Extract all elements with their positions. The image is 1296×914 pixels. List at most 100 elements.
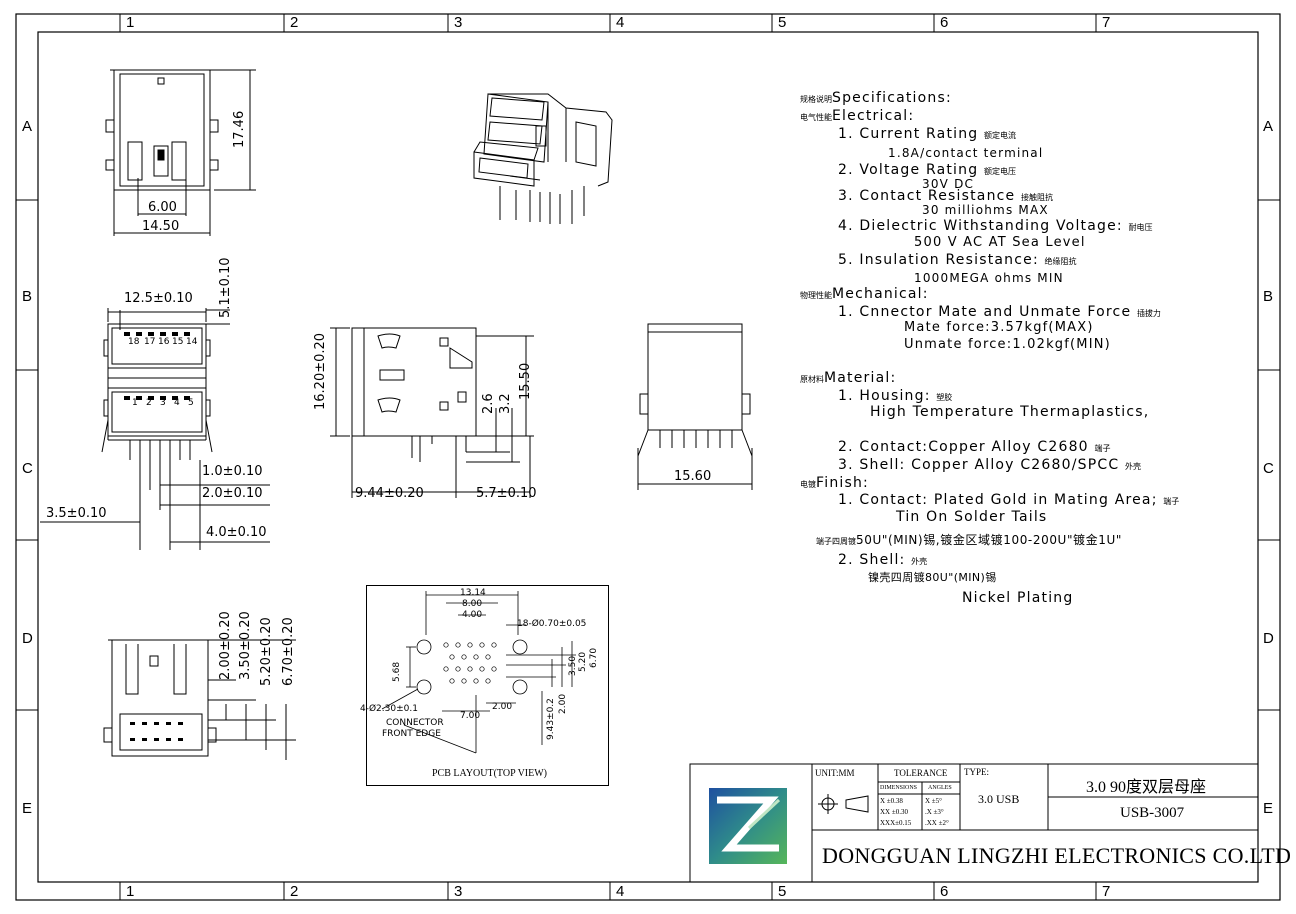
pcb-caption: PCB LAYOUT(TOP VIEW) [432,768,548,779]
spec-unmate-value: Unmate force:1.02kgf(MIN) [904,337,1111,352]
zone-col-1: 1 [126,14,135,31]
isometric-view-drawing [473,93,613,224]
spec-electrical: 电气性能Electrical: [800,108,914,124]
spec-insulation-value: 1000MEGA ohms MIN [914,271,1064,285]
tb-unit: UNIT:MM [815,768,855,778]
spec-finish-shell-en: 2. Shell: [838,552,906,568]
spec-mechanical: 物理性能Mechanical: [800,286,929,302]
pin-label-17: 17 [144,337,156,347]
spec-material-cn: 原材料 [800,375,824,384]
company-logo [709,788,787,864]
zone-col-5-bottom: 5 [778,883,787,900]
spec-title-en: Specifications: [832,90,952,106]
zone-col-7: 7 [1102,14,1111,31]
spec-voltage-cn: 额定电压 [983,167,1016,176]
spec-finish-en: Finish: [816,475,869,491]
zone-col-3-bottom: 3 [454,883,463,900]
zone-row-B-right: B [1263,288,1274,305]
zone-row-A-right: A [1263,118,1274,135]
spec-resistance-cn: 接触阻抗 [1021,193,1054,202]
spec-contact-cn: 端子 [1094,444,1111,453]
spec-finish-contact-value: Tin On Solder Tails [896,509,1048,525]
zone-col-2: 2 [290,14,299,31]
pcb-layout-drawing [366,585,609,786]
spec-voltage-en: 2. Voltage Rating [838,162,979,178]
tb-product-name: 3.0 90度双层母座 [1086,779,1207,796]
tb-type-value: 3.0 USB [978,792,1020,806]
zone-row-C: C [22,460,33,477]
pin-label-1: 1 [132,398,138,408]
spec-finish-shell-plating: 镍壳四周镀80U"(MIN)锡 [868,571,997,584]
pcb-dim-w1: 13.14 [460,588,486,598]
pcb-hole-spec: 18-Ø0.70±0.05 [517,619,587,629]
spec-finish: 电镀Finish: [800,475,869,491]
pin-label-16: 16 [158,337,170,347]
spec-housing-cn: 塑胶 [936,393,953,402]
dim-back-width: 15.60 [674,469,712,484]
tb-tol-row-1-ang: X ±5° [925,797,942,805]
dim-pitch-1: 1.0±0.10 [202,464,263,479]
spec-mechanical-en: Mechanical: [832,286,929,302]
dim-pitch-2: 2.0±0.10 [202,486,263,501]
zone-row-E: E [22,800,33,817]
zone-col-1-bottom: 1 [126,883,135,900]
tb-type-label: TYPE: [964,767,990,777]
zone-col-3: 3 [454,14,463,31]
pcb-dim-w3: 4.00 [462,610,483,620]
spec-voltage-value: 30V DC [922,177,975,191]
pcb-connector-label: CONNECTOR [386,718,444,728]
zone-col-4-bottom: 4 [616,883,625,900]
spec-mate: 1. Cnnector Mate and Unmate Force 插拔力 [838,304,1161,320]
pcb-dim-700: 7.00 [460,711,481,721]
spec-title: 规格说明Specifications: [800,90,952,106]
spec-contact-en: 2. Contact:Copper Alloy C2680 [838,439,1089,455]
tb-tol-row-1-dim: X ±0.38 [880,797,903,805]
dim-pin-width: 12.5±0.10 [124,291,193,306]
zone-col-5: 5 [778,14,787,31]
tb-tolerance: TOLERANCE [894,768,948,778]
pin-label-15: 15 [172,337,184,347]
spec-finish-cn: 电镀 [800,480,816,489]
zone-row-B: B [22,288,33,305]
pin-label-5: 5 [188,398,194,408]
pin-label-14: 14 [186,337,198,347]
dim-pitch-4: 4.0±0.10 [206,525,267,540]
spec-resistance-en: 3. Contact Resistance [838,188,1016,204]
dim-side-tail: 5.7±0.10 [476,486,537,501]
dim-offset: 3.5±0.10 [46,506,107,521]
spec-housing-value: High Temperature Thermaplastics, [870,404,1150,420]
zone-row-A: A [22,118,33,135]
spec-mate-value: Mate force:3.57kgf(MAX) [904,320,1094,335]
tb-dimensions: DIMENSIONS [880,785,918,791]
spec-dielectric-value: 500 V AC AT Sea Level [914,235,1086,250]
pin-label-4: 4 [174,398,180,408]
zone-col-7-bottom: 7 [1102,883,1111,900]
spec-resistance-value: 30 milliohms MAX [922,203,1049,217]
pcb-dim-w2: 8.00 [462,599,483,609]
zone-row-E-right: E [1263,800,1274,817]
spec-finish-plating-cn: 端子四周镀 [816,537,856,546]
spec-finish-plating-en: 50U"(MIN)锡,镀金区域镀100-200U"镀金1U" [856,533,1122,547]
spec-material: 原材料Material: [800,370,896,386]
back-view-drawing [637,323,753,490]
pin-label-2: 2 [146,398,152,408]
dim-front-inner: 6.00 [148,200,177,215]
spec-finish-contact: 1. Contact: Plated Gold in Mating Area; … [838,492,1179,508]
spec-shell-en: 3. Shell: Copper Alloy C2680/SPCC [838,457,1120,473]
spec-shell-cn: 外壳 [1124,462,1141,471]
dim-front-width: 14.50 [142,219,180,234]
tb-tol-row-3-ang: .XX ±2° [925,819,949,827]
tb-company: DONGGUAN LINGZHI ELECTRONICS CO.LTD [822,843,1292,868]
spec-insulation: 5. Insulation Resistance: 绝缘阻抗 [838,252,1077,268]
spec-insulation-en: 5. Insulation Resistance: [838,252,1039,268]
spec-dielectric-cn: 耐电压 [1128,223,1153,232]
dim-side-depth: 9.44±0.20 [355,486,424,501]
spec-mate-en: 1. Cnnector Mate and Unmate Force [838,304,1132,320]
zone-row-C-right: C [1263,460,1274,477]
spec-title-cn: 规格说明 [800,95,832,104]
spec-nickel: Nickel Plating [962,590,1074,606]
pin-label-18: 18 [128,337,140,347]
spec-finish-shell-cn: 外壳 [911,557,928,566]
pcb-big-hole: 4-Ø2.30±0.1 [360,704,418,714]
